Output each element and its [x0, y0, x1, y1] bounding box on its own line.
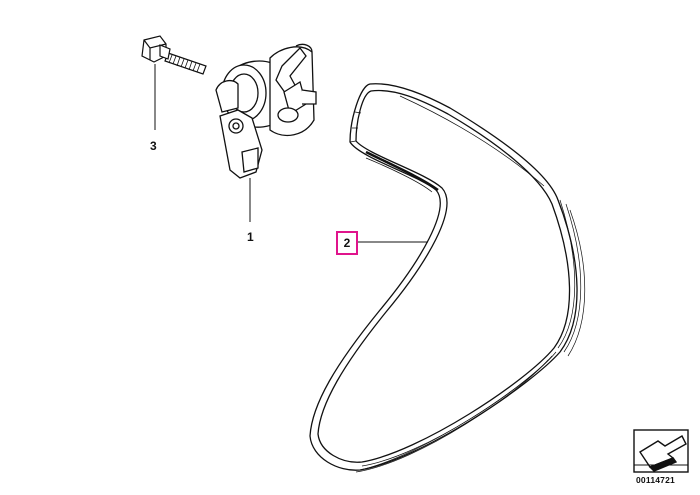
callout-belt[interactable]: 2 — [336, 231, 358, 255]
bolt[interactable] — [141, 35, 207, 75]
catalog-arrow-icon — [633, 429, 689, 473]
catalog-number: 00114721 — [636, 475, 675, 485]
belt-tensioner[interactable] — [215, 43, 317, 179]
callout-bolt[interactable]: 3 — [150, 139, 157, 153]
callout-tensioner[interactable]: 1 — [247, 230, 254, 244]
leader-lines — [154, 64, 428, 243]
ribbed-v-belt[interactable] — [309, 83, 586, 473]
